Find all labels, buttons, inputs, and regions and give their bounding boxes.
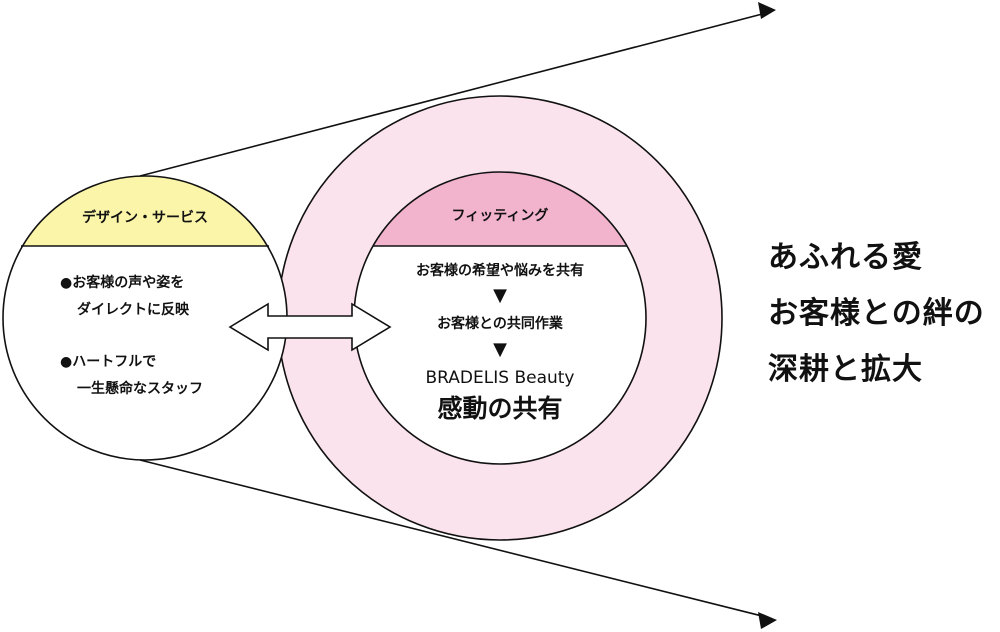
inner-circle-header-text: フィッティング (452, 207, 549, 224)
left-bullet2-line1: ●ハートフルで (60, 354, 156, 370)
inner-fitting-circle (353, 171, 647, 465)
left-circle-header-band (3, 176, 287, 246)
brand-text: BRADELIS Beauty (426, 368, 575, 388)
double-headed-arrow (228, 302, 392, 352)
tagline-line3: 深耕と拡大 (768, 352, 923, 387)
tagline-line1: あふれる愛 (768, 240, 923, 275)
step2-text: お客様との共同作業 (437, 315, 564, 332)
left-circle-header-text: デザイン・サービス (82, 209, 208, 226)
upper-expansion-line (139, 11, 771, 177)
upper-arrowhead (758, 2, 776, 19)
down-arrow-1: ▼ (493, 285, 507, 306)
left-bullet1-line1: ●お客様の声や姿を (60, 274, 184, 291)
left-bullet2-line2: 一生懸命なスタッフ (77, 380, 203, 397)
lower-expansion-line (139, 459, 771, 619)
result-text: 感動の共有 (437, 394, 562, 423)
step1-text: お客様の希望や悩みを共有 (416, 262, 584, 279)
tagline-line2: お客様との絆の (768, 296, 985, 331)
lower-arrowhead (758, 612, 777, 629)
left-bullet1-line2: ダイレクトに反映 (77, 301, 190, 318)
down-arrow-2: ▼ (493, 339, 507, 360)
